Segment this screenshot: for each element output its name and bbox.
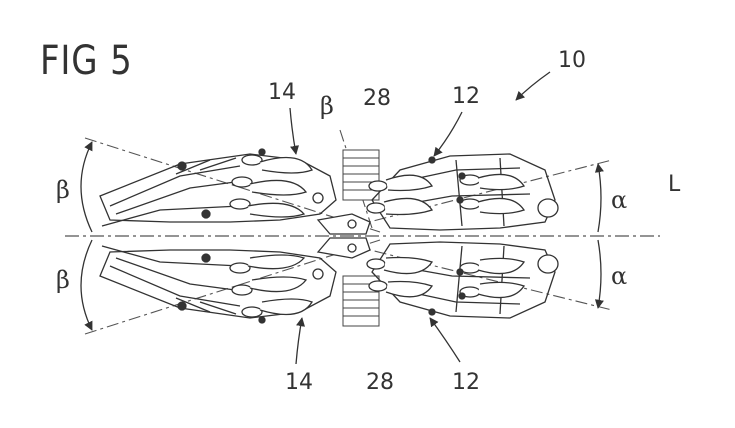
- reference-12-top: 12: [452, 84, 480, 109]
- reference-14-top: 14: [268, 80, 296, 105]
- beta-label-center: β: [320, 92, 334, 120]
- mechanism-14-lower: [99, 245, 337, 324]
- reference-28-top: 28: [363, 86, 391, 111]
- reference-10: 10: [558, 48, 586, 73]
- hatched-pad-top: [342, 149, 380, 201]
- reference-14-bottom: 14: [285, 370, 313, 395]
- beta-arcs: [80, 141, 93, 331]
- alpha-label-lower: α: [611, 262, 628, 290]
- mechanism-12-lower: [366, 241, 559, 319]
- beta-label-lower: β: [56, 266, 70, 294]
- figure-title: FIG 5: [40, 38, 133, 84]
- mechanism-12-upper: [366, 153, 559, 231]
- reference-28-bottom: 28: [366, 370, 394, 395]
- axis-label-L: L: [668, 172, 681, 197]
- mechanism-14-upper: [99, 148, 337, 227]
- alpha-arcs: [594, 163, 604, 309]
- reference-12-bottom: 12: [452, 370, 480, 395]
- alpha-label-upper: α: [611, 186, 628, 214]
- leader-lines: [289, 71, 551, 365]
- central-coupling: [316, 213, 371, 259]
- beta-label-upper: β: [56, 176, 70, 204]
